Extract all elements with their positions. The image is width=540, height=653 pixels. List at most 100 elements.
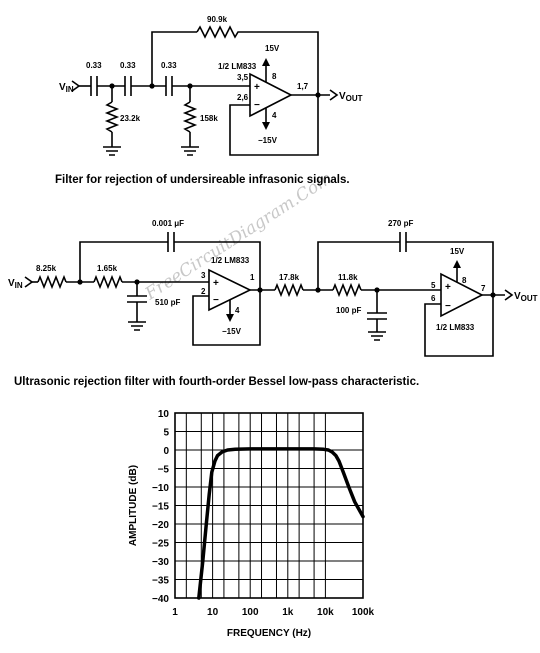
vout-arrow-icon	[504, 289, 514, 301]
y-tick-label: −30	[152, 557, 169, 568]
pin-minus-label: 2,6	[237, 93, 249, 102]
c3-value: 0.33	[161, 61, 177, 70]
wire	[192, 290, 261, 346]
y-tick-label: −40	[152, 594, 169, 605]
minus-sign: −	[254, 100, 260, 111]
resistor-feedback	[196, 25, 240, 39]
op1-pin-minus-label: 2	[201, 287, 206, 296]
vpos-arrow-icon	[262, 58, 270, 66]
x-tick-label: 10k	[317, 607, 334, 618]
wire	[406, 241, 494, 295]
y-tick-label: 0	[163, 446, 169, 457]
y-tick-label: −25	[152, 539, 169, 550]
plot-frame	[174, 412, 364, 599]
resistor-r1	[37, 274, 67, 290]
c-shunt-1-value: 510 pF	[155, 298, 180, 307]
wire	[240, 31, 319, 95]
capacitor-c2	[124, 76, 132, 96]
caption-2: Ultrasonic rejection filter with fourth-…	[14, 376, 419, 388]
capacitor-shunt-2	[367, 312, 387, 320]
r-feedback-value: 90.9k	[207, 15, 228, 24]
infrasonic-filter-circuit: VIN 0.33 0.33 0.33 90.9k 23.2k 158k 1/2 …	[55, 15, 363, 186]
op1-pin-plus-label: 3	[201, 271, 206, 280]
x-tick-label: 1k	[282, 607, 294, 618]
vin-arrow-icon	[24, 276, 34, 288]
vout-label: VOUT	[514, 291, 538, 303]
c-feedback-1-value: 0.001 μF	[152, 219, 184, 228]
y-tick-label: −10	[152, 483, 169, 494]
vin-label: VIN	[59, 82, 74, 94]
x-tick-label: 100	[242, 607, 259, 618]
c1-value: 0.33	[86, 61, 102, 70]
ground-icon	[128, 321, 146, 331]
c-shunt-2-value: 100 pF	[336, 306, 361, 315]
y-tick-label: −35	[152, 576, 169, 587]
minus-sign: −	[213, 295, 219, 306]
op2-pin-minus-label: 6	[431, 294, 436, 303]
opamp-2-triangle	[440, 272, 484, 318]
op2-pin-vpos-label: 8	[462, 276, 467, 285]
vout-arrow-icon	[329, 89, 339, 101]
wire	[317, 241, 400, 290]
vpos-arrow-icon	[453, 260, 461, 268]
wire	[229, 95, 319, 156]
op2-pin-out-label: 7	[481, 284, 486, 293]
minus-sign: −	[445, 301, 451, 312]
r2-value: 158k	[200, 114, 218, 123]
series-line-amplitude-response	[197, 447, 365, 600]
vneg-arrow-icon	[226, 314, 234, 322]
op1-pin-vneg-label: 4	[235, 306, 240, 315]
junction-dot	[374, 287, 380, 293]
op1-pin-out-label: 1	[250, 273, 255, 282]
c2-value: 0.33	[120, 61, 136, 70]
op2-vpos-label: 15V	[450, 247, 465, 256]
wire	[151, 31, 197, 86]
r3-value: 17.8k	[279, 273, 300, 282]
capacitor-feedback-1	[167, 232, 175, 252]
pin-vneg-label: 4	[272, 111, 277, 120]
opamp-1-triangle	[249, 72, 293, 118]
vpos-label: 15V	[265, 44, 280, 53]
vin-label: VIN	[8, 278, 23, 290]
c-feedback-2-value: 270 pF	[388, 219, 413, 228]
junction-dot	[149, 83, 155, 89]
ground-icon	[103, 146, 121, 156]
y-tick-label: −5	[158, 465, 170, 476]
plus-sign: +	[445, 282, 451, 293]
vneg-label: −15V	[258, 136, 278, 145]
vout-label: VOUT	[339, 91, 363, 103]
r4-value: 11.8k	[338, 273, 358, 282]
pin-out-label: 1,7	[297, 82, 309, 91]
y-tick-label: −20	[152, 520, 169, 531]
op2-pin-plus-label: 5	[431, 281, 436, 290]
vin-arrow-icon	[71, 80, 81, 92]
caption-1: Filter for rejection of undersireable in…	[55, 174, 350, 186]
wire	[174, 241, 261, 290]
x-axis-label: FREQUENCY (Hz)	[227, 628, 311, 639]
op1-vneg-label: −15V	[222, 327, 242, 336]
ultrasonic-filter-circuit: VIN 8.25k 1.65k 0.001 μF 510 pF 1/2 LM83…	[8, 219, 538, 388]
resistor-r2	[93, 274, 123, 290]
ground-icon	[181, 146, 199, 156]
capacitor-c1	[90, 76, 98, 96]
r1-value: 8.25k	[36, 264, 57, 273]
junction-dot	[187, 83, 193, 89]
resistor-r4	[332, 282, 362, 298]
capacitor-shunt-1	[127, 295, 147, 303]
opamp-1-label: 1/2 LM833	[218, 62, 257, 71]
y-axis-label: AMPLITUDE (dB)	[128, 465, 139, 546]
x-tick-label: 10	[207, 607, 219, 618]
junction-dot	[134, 279, 140, 285]
wire	[424, 295, 494, 357]
wire	[79, 241, 168, 282]
junction-dot	[315, 92, 321, 98]
junction-dot	[490, 292, 496, 298]
y-tick-label: 5	[163, 428, 169, 439]
ground-icon	[368, 331, 386, 341]
junction-dot	[315, 287, 321, 293]
junction-dot	[257, 287, 263, 293]
x-tick-label: 100k	[352, 607, 375, 618]
y-tick-label: 10	[158, 409, 170, 420]
